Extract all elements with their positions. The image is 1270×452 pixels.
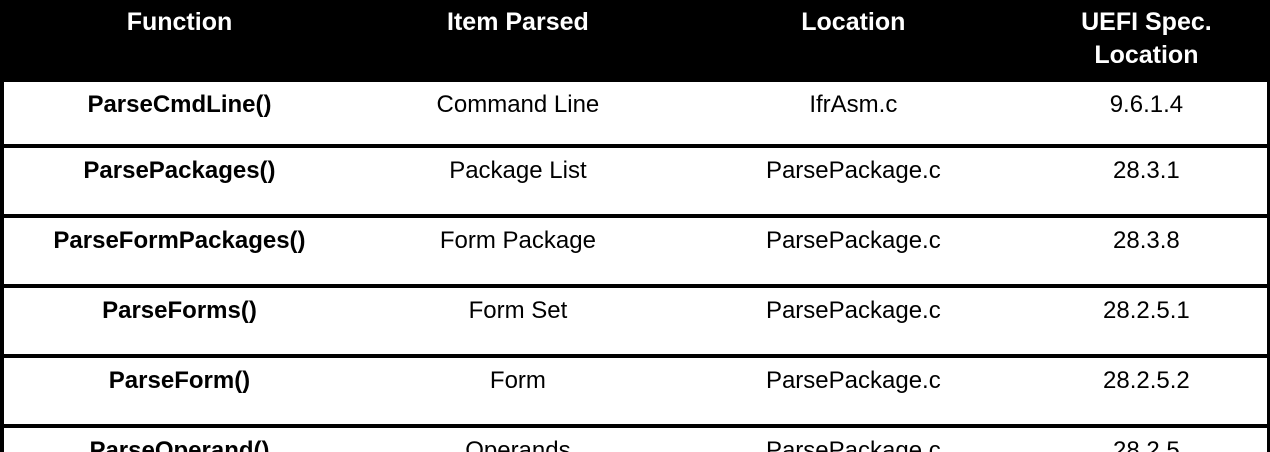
cell-function: ParseFormPackages(): [2, 214, 355, 286]
table-row: ParseFormPackages() Form Package ParsePa…: [2, 214, 1269, 286]
column-header-location: Location: [680, 0, 1026, 82]
cell-function: ParsePackages(): [2, 144, 355, 216]
column-header-item-parsed: Item Parsed: [354, 0, 681, 82]
table-row: ParseForm() Form ParsePackage.c 28.2.5.2: [2, 354, 1269, 426]
cell-location: ParsePackage.c: [680, 284, 1026, 356]
cell-location: IfrAsm.c: [680, 82, 1026, 146]
cell-function: ParseForm(): [2, 354, 355, 426]
cell-location: ParsePackage.c: [680, 144, 1026, 216]
cell-function: ParseOperand(): [2, 424, 355, 452]
cell-item-parsed: Operands: [354, 424, 681, 452]
table-row: ParseOperand() Operands ParsePackage.c 2…: [2, 424, 1269, 452]
column-header-item-parsed-label: Item Parsed: [447, 8, 589, 36]
table-row: ParseCmdLine() Command Line IfrAsm.c 9.6…: [2, 82, 1269, 146]
cell-uefi-spec-location: 28.2.5: [1025, 424, 1269, 452]
cell-item-parsed: Package List: [354, 144, 681, 216]
cell-item-parsed: Form: [354, 354, 681, 426]
cell-item-parsed: Command Line: [354, 82, 681, 146]
cell-uefi-spec-location: 28.2.5.2: [1025, 354, 1269, 426]
table-row: ParseForms() Form Set ParsePackage.c 28.…: [2, 284, 1269, 356]
cell-function: ParseForms(): [2, 284, 355, 356]
column-header-uefi-spec-location-label: UEFI Spec. Location: [1081, 8, 1212, 69]
cell-uefi-spec-location: 9.6.1.4: [1025, 82, 1269, 146]
header-row: Function Item Parsed Location UEFI Spec.…: [2, 0, 1269, 82]
table-row: ParsePackages() Package List ParsePackag…: [2, 144, 1269, 216]
column-header-function: Function: [2, 0, 355, 82]
cell-function: ParseCmdLine(): [2, 82, 355, 146]
cell-location: ParsePackage.c: [680, 354, 1026, 426]
column-header-location-label: Location: [801, 8, 906, 36]
cell-location: ParsePackage.c: [680, 214, 1026, 286]
column-header-uefi-spec-location: UEFI Spec. Location: [1025, 0, 1269, 82]
cell-uefi-spec-location: 28.3.1: [1025, 144, 1269, 216]
column-header-function-label: Function: [126, 8, 233, 36]
cell-uefi-spec-location: 28.2.5.1: [1025, 284, 1269, 356]
cell-item-parsed: Form Set: [354, 284, 681, 356]
cell-item-parsed: Form Package: [354, 214, 681, 286]
cell-location: ParsePackage.c: [680, 424, 1026, 452]
cell-uefi-spec-location: 28.3.8: [1025, 214, 1269, 286]
